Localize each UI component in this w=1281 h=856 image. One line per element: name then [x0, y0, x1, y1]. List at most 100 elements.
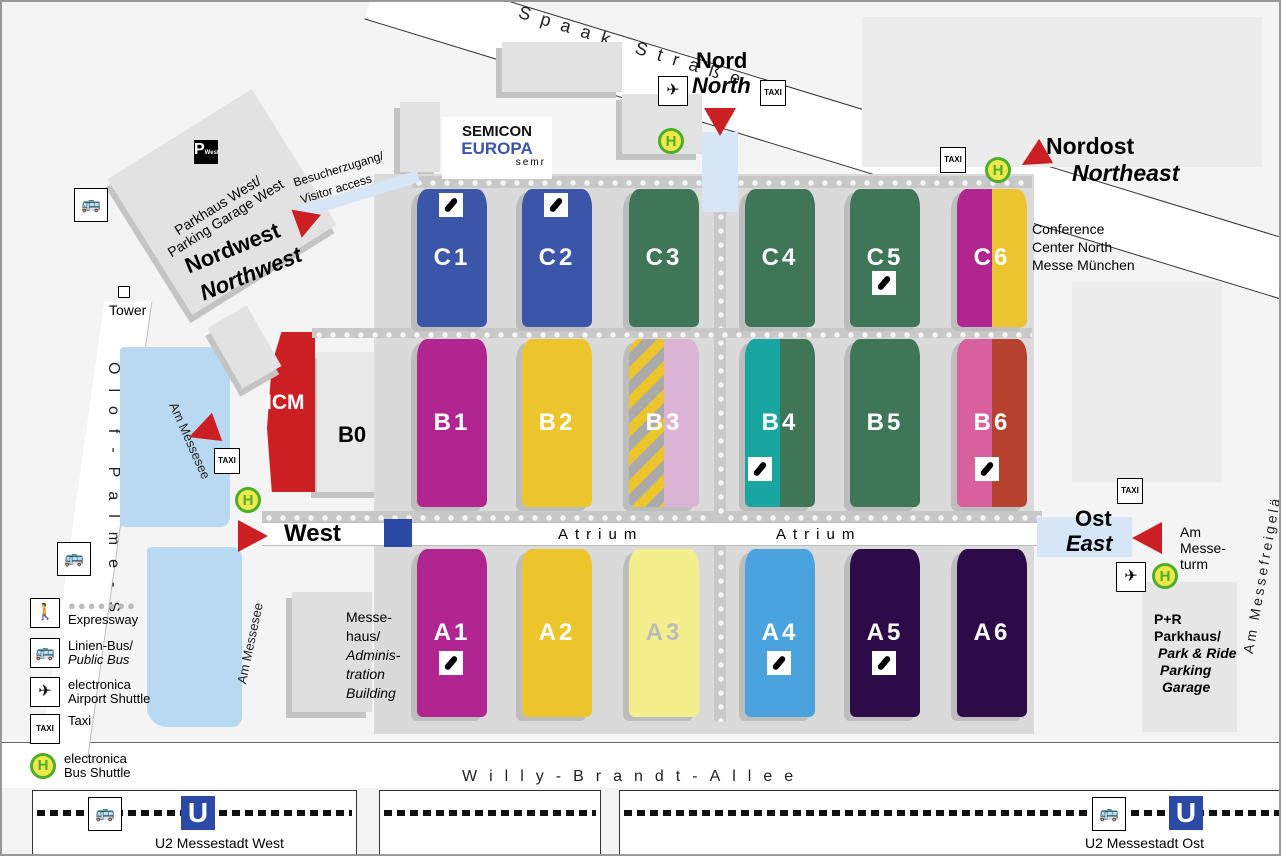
messehaus-building [292, 592, 372, 712]
hall-section [957, 189, 992, 327]
bus-shuttle-icon: H [30, 753, 56, 780]
taxi-icon: TAXI [30, 714, 60, 744]
conference-label: Conference [1032, 221, 1105, 237]
bus-icon: 🚌 [88, 797, 122, 831]
microphone-icon [439, 193, 463, 217]
messeturm-label: turm [1180, 556, 1208, 572]
semicon-europa-logo: SEMICON EUROPA semr [442, 117, 552, 179]
parking-p-icon: PWest [194, 140, 219, 164]
logo-text: SEMICON [461, 123, 532, 140]
entrance-northeast-de: Nordost [1046, 133, 1135, 159]
taxi-icon: TAXI [1117, 478, 1143, 504]
hall-label: C6 [973, 244, 1011, 271]
bus-icon: 🚌 [1092, 797, 1126, 831]
messehaus-label: Building [346, 685, 396, 701]
entrance-east-en: East [1066, 531, 1113, 556]
northwest-entrance-arrow [286, 209, 322, 241]
taxi-icon: TAXI [940, 147, 966, 173]
ubahn-line [384, 810, 596, 816]
hall-a6[interactable]: A6 [957, 549, 1027, 717]
building [502, 42, 622, 92]
microphone-icon [439, 651, 463, 675]
hall-label: A2 [538, 619, 576, 646]
hall-b6[interactable]: B6 [957, 339, 1027, 507]
hall-label: A4 [761, 619, 799, 646]
hall-label: C3 [645, 244, 683, 271]
east-entrance-hall [1037, 517, 1132, 557]
west-entrance-block [384, 519, 412, 547]
messeturm-label: Am [1180, 524, 1201, 540]
hall-a4[interactable]: A4 [745, 549, 815, 717]
microphone-icon [748, 457, 772, 481]
pr-label: P+R [1154, 611, 1182, 627]
hall-b3[interactable]: B3 [629, 339, 699, 507]
hall-c3[interactable]: C3 [629, 189, 699, 327]
hall-c4[interactable]: C4 [745, 189, 815, 327]
logo-text: EUROPA [461, 139, 533, 158]
hall-a2[interactable]: A2 [522, 549, 592, 717]
ubahn-west-label: U2 Messestadt West [155, 835, 284, 851]
logo-text: semr [515, 157, 546, 168]
willy-brandt-allee-road [2, 742, 1279, 788]
bus-icon: 🚌 [74, 188, 108, 222]
north-entrance-hall [702, 132, 738, 212]
entrance-north-de: Nord [696, 48, 748, 73]
hall-b2[interactable]: B2 [522, 339, 592, 507]
street-label-right: Am Messefreigelä [1240, 494, 1281, 655]
hall-label: B6 [973, 409, 1011, 436]
street-label-bottom: Willy-Brandt-Allee [462, 768, 806, 785]
messeturm-label: Messe- [1180, 540, 1226, 556]
airport-shuttle-icon: ✈ [30, 677, 60, 707]
messehaus-label: Adminis- [346, 647, 401, 663]
hall-label: C5 [866, 244, 904, 271]
hall-label: C1 [433, 244, 471, 271]
hall-c6[interactable]: C6 [957, 189, 1027, 327]
microphone-icon [544, 193, 568, 217]
ubahn-line [624, 810, 1279, 816]
ubahn-east-icon: U [1169, 796, 1203, 830]
messehaus-label: haus/ [346, 628, 381, 644]
hall-label: A3 [645, 619, 683, 646]
hall-b0-label: B0 [338, 422, 367, 447]
tower-label: Tower [109, 302, 147, 318]
hall-b5[interactable]: B5 [850, 339, 920, 507]
ubahn-east-label: U2 Messestadt Ost [1085, 835, 1205, 851]
hall-label: C4 [761, 244, 799, 271]
hall-a5[interactable]: A5 [850, 549, 920, 717]
microphone-icon [872, 651, 896, 675]
taxi-icon: TAXI [214, 448, 240, 474]
bus-shuttle-icon: H [985, 157, 1011, 183]
entrance-north-en: North [692, 73, 751, 98]
hall-a3[interactable]: A3 [629, 549, 699, 717]
atrium-corridor [262, 522, 1037, 546]
east-entrance-arrow [1132, 522, 1162, 554]
bus-icon: 🚌 [57, 542, 91, 576]
icm-label: ICM [266, 391, 305, 414]
bus-icon: 🚌 [30, 638, 60, 668]
tower-icon [118, 286, 130, 298]
hall-b4[interactable]: B4 [745, 339, 815, 507]
conference-label: Center North [1032, 239, 1113, 255]
west-entrance-arrow [238, 520, 268, 552]
expressway-center [714, 182, 726, 722]
entrance-west: West [284, 520, 341, 547]
hall-label: B2 [538, 409, 576, 436]
building [400, 102, 440, 172]
pr-label: Park & Ride [1158, 645, 1237, 661]
hall-a1[interactable]: A1 [417, 549, 487, 717]
hall-c5[interactable]: C5 [850, 189, 920, 327]
microphone-icon [975, 457, 999, 481]
building [1072, 282, 1222, 482]
pr-label: Parking [1160, 662, 1212, 678]
hall-b1[interactable]: B1 [417, 339, 487, 507]
hall-label: A1 [433, 619, 471, 646]
taxi-icon: TAXI [760, 80, 786, 106]
expressway-atrium [262, 511, 1042, 523]
airport-shuttle-icon: ✈ [1116, 562, 1146, 592]
microphone-icon [767, 651, 791, 675]
atrium-label: Atrium [558, 526, 644, 543]
conference-label: Messe München [1032, 257, 1135, 273]
building [862, 17, 1262, 167]
